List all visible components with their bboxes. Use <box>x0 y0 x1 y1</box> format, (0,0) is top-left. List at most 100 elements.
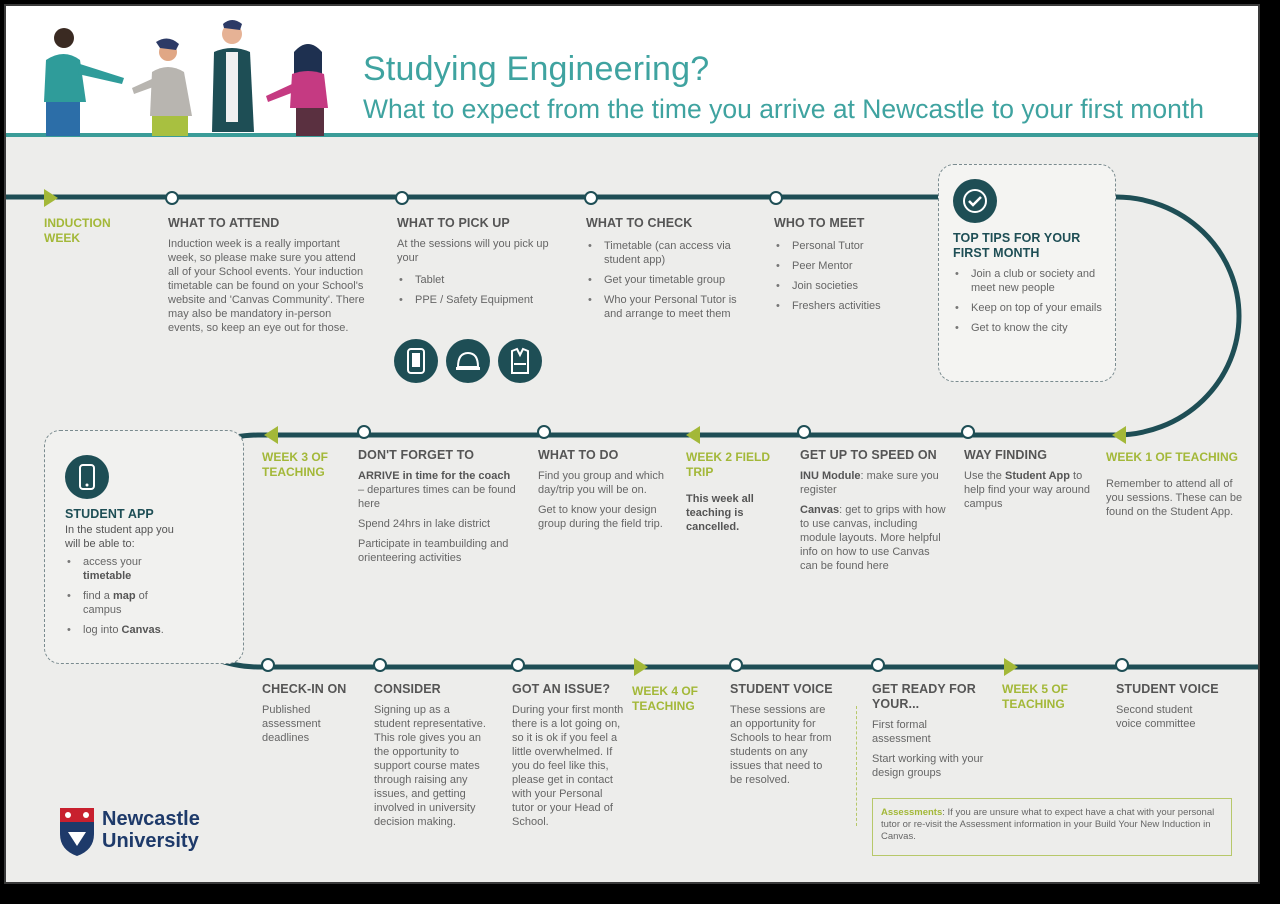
node-dot <box>797 425 811 439</box>
node-dot <box>584 191 598 205</box>
get-up-to-speed-section: GET UP TO SPEED ON INU Module: make sure… <box>800 448 948 573</box>
student-voice-2-section: STUDENT VOICE Second student voice commi… <box>1116 682 1236 731</box>
node-dot <box>261 658 275 672</box>
section-heading: WHAT TO PICK UP <box>397 216 510 230</box>
section-text: Use the Student App to help find your wa… <box>964 470 1090 510</box>
arrow-marker <box>264 426 278 444</box>
section-heading: GET UP TO SPEED ON <box>800 448 937 462</box>
section-text: Induction week is a really important wee… <box>168 238 365 334</box>
checkmark-icon <box>953 179 997 223</box>
list-item: Keep on top of your emails <box>953 301 1113 315</box>
node-dot <box>729 658 743 672</box>
section-text: Participate in teambuilding and orientee… <box>358 538 509 564</box>
node-dot <box>871 658 885 672</box>
section-text: During your first month there is a lot g… <box>512 704 624 828</box>
list-item: Freshers activities <box>774 299 924 313</box>
section-heading: STUDENT VOICE <box>1116 682 1219 696</box>
top-tips-box: TOP TIPS FOR YOUR FIRST MONTH Join a clu… <box>938 164 1116 382</box>
section-text: Second student voice committee <box>1116 704 1196 730</box>
section-heading: DON'T FORGET TO <box>358 448 475 462</box>
section-heading: WHO TO MEET <box>774 216 865 230</box>
logo-line-1: Newcastle <box>102 808 200 830</box>
list-item: log into Canvas. <box>65 623 185 637</box>
week-label: WEEK 1 OF TEACHING <box>1106 450 1239 464</box>
node-dot <box>165 191 179 205</box>
list-item: Personal Tutor <box>774 239 924 253</box>
hard-hat-icon <box>446 339 490 383</box>
arrow-marker <box>44 189 58 207</box>
induction-week-label: INDUCTION WEEK <box>44 216 111 245</box>
student-app-box: STUDENT APP In the student app you will … <box>44 430 244 664</box>
dashed-connector <box>856 706 857 826</box>
node-dot <box>769 191 783 205</box>
section-heading: WAY FINDING <box>964 448 1048 462</box>
list-item: Join societies <box>774 279 924 293</box>
section-heading: CONSIDER <box>374 682 441 696</box>
section-text: Start working with your design groups <box>872 753 984 779</box>
student-voice-1-section: STUDENT VOICE These sessions are an oppo… <box>730 682 850 787</box>
consider-section: CONSIDER Signing up as a student represe… <box>374 682 488 829</box>
what-to-pick-up-section: WHAT TO PICK UP At the sessions will you… <box>397 216 567 313</box>
week-5-label: WEEK 5 OF TEACHING <box>1002 682 1069 711</box>
list-item: Tablet <box>397 273 567 287</box>
week-3-label: WEEK 3 OF TEACHING <box>262 450 329 479</box>
page-subtitle: What to expect from the time you arrive … <box>363 94 1204 124</box>
get-ready-section: GET READY FOR YOUR... First formal asses… <box>872 682 992 780</box>
tablet-icon <box>394 339 438 383</box>
section-text: At the sessions will you pick up your <box>397 238 549 264</box>
university-crest-icon <box>60 808 94 856</box>
arrow-marker <box>686 426 700 444</box>
app-list: access your timetable find a map of camp… <box>65 555 185 643</box>
arrow-marker <box>634 658 648 676</box>
week-1-section: WEEK 1 OF TEACHING Remember to attend al… <box>1106 450 1246 519</box>
section-heading: WHAT TO ATTEND <box>168 216 280 230</box>
list-item: Who your Personal Tutor is and arrange t… <box>586 293 756 321</box>
list-item: Get your timetable group <box>586 273 756 287</box>
app-intro: In the student app you will be able to: <box>65 524 174 550</box>
app-heading: STUDENT APP <box>65 507 154 521</box>
section-heading: GET READY FOR YOUR... <box>872 682 976 711</box>
dont-forget-section: DON'T FORGET TO ARRIVE in time for the c… <box>358 448 516 565</box>
section-text: Get to know your design group during the… <box>538 504 663 530</box>
section-text: This week all teaching is cancelled. <box>686 493 754 533</box>
arrow-marker <box>1112 426 1126 444</box>
section-heading: WHAT TO CHECK <box>586 216 693 230</box>
meet-list: Personal Tutor Peer Mentor Join societie… <box>774 239 924 313</box>
people-illustration <box>44 20 328 136</box>
section-heading: CHECK-IN ON <box>262 682 347 696</box>
logo-line-2: University <box>102 830 199 852</box>
section-text: First formal assessment <box>872 719 931 745</box>
list-item: Get to know the city <box>953 321 1113 335</box>
node-dot <box>537 425 551 439</box>
assessments-note: Assessments: If you are unsure what to e… <box>872 798 1232 856</box>
node-dot <box>1115 658 1129 672</box>
what-to-attend-section: WHAT TO ATTEND Induction week is a reall… <box>168 216 366 335</box>
university-logo: Newcastle University <box>58 806 218 862</box>
list-item: Join a club or society and meet new peop… <box>953 267 1113 295</box>
header: Studying Engineering? What to expect fro… <box>6 6 1258 137</box>
list-item: Peer Mentor <box>774 259 924 273</box>
node-dot <box>961 425 975 439</box>
phone-icon <box>65 455 109 499</box>
pickup-list: Tablet PPE / Safety Equipment <box>397 273 567 307</box>
section-text: ARRIVE in time for the coach – departure… <box>358 470 516 510</box>
what-to-check-section: WHAT TO CHECK Timetable (can access via … <box>586 216 756 327</box>
arrow-marker <box>1004 658 1018 676</box>
section-text: Remember to attend all of you sessions. … <box>1106 478 1243 518</box>
node-dot <box>357 425 371 439</box>
check-in-section: CHECK-IN ON Published assessment deadlin… <box>262 682 362 745</box>
infographic-card: Studying Engineering? What to expect fro… <box>4 4 1260 884</box>
section-text: Canvas: get to grips with how to use can… <box>800 504 946 572</box>
what-to-do-section: WHAT TO DO Find you group and which day/… <box>538 448 674 531</box>
got-an-issue-section: GOT AN ISSUE? During your first month th… <box>512 682 624 829</box>
section-text: Published assessment deadlines <box>262 704 321 744</box>
week-4-label: WEEK 4 OF TEACHING <box>632 684 699 713</box>
list-item: find a map of campus <box>65 589 185 617</box>
node-dot <box>373 658 387 672</box>
list-item: Timetable (can access via student app) <box>586 239 756 267</box>
tips-list: Join a club or society and meet new peop… <box>953 267 1113 341</box>
week-2-section: WEEK 2 FIELD TRIP This week all teaching… <box>686 450 776 534</box>
section-text: INU Module: make sure you register <box>800 470 939 496</box>
tips-heading: TOP TIPS FOR YOUR FIRST MONTH <box>953 231 1081 260</box>
section-text: These sessions are an opportunity for Sc… <box>730 704 832 786</box>
